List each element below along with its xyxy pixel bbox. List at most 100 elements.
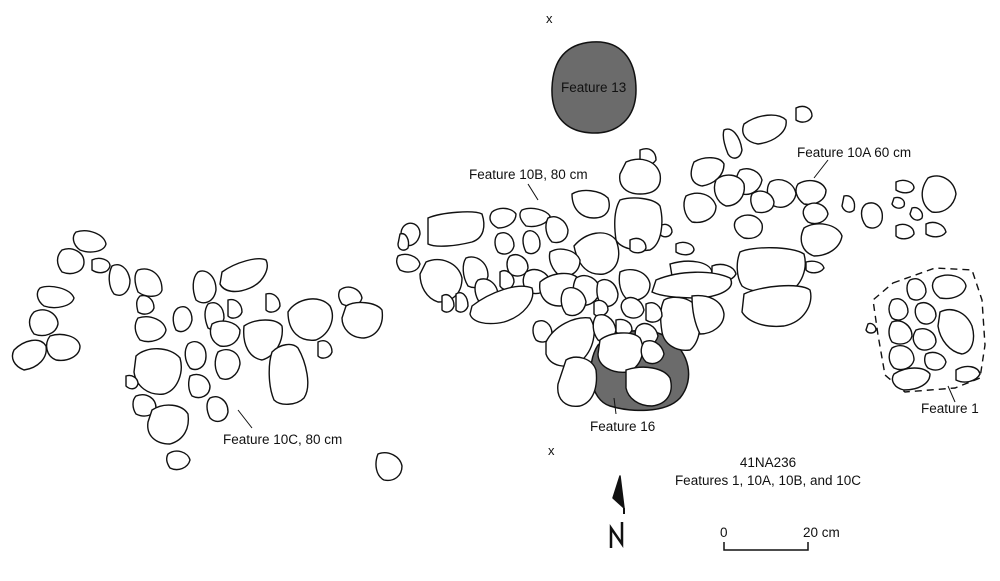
rock bbox=[675, 241, 695, 256]
rock bbox=[56, 248, 85, 275]
rock bbox=[108, 264, 131, 296]
feature-10a-right-rocks bbox=[841, 175, 957, 240]
rock bbox=[455, 292, 469, 313]
rock bbox=[593, 299, 609, 317]
rock bbox=[469, 285, 534, 325]
rock bbox=[888, 298, 909, 321]
rock bbox=[888, 344, 915, 371]
rock bbox=[795, 179, 827, 206]
feature-16-leader bbox=[613, 397, 617, 415]
rock bbox=[132, 394, 157, 417]
rock bbox=[36, 285, 75, 309]
feature-1-rocks bbox=[865, 274, 981, 391]
rock bbox=[134, 268, 163, 297]
rock bbox=[206, 396, 229, 423]
rock bbox=[268, 343, 309, 405]
rock bbox=[805, 260, 825, 274]
rock bbox=[419, 259, 463, 303]
datum-mark-top: x bbox=[546, 11, 553, 26]
rock bbox=[519, 207, 551, 228]
rock bbox=[741, 285, 812, 328]
rock bbox=[427, 211, 485, 247]
rock bbox=[713, 174, 745, 207]
scale-bar-start-label: 0 bbox=[720, 525, 728, 540]
rock bbox=[722, 128, 743, 159]
datum-mark-bottom: x bbox=[548, 443, 555, 458]
rock bbox=[227, 298, 243, 319]
rock bbox=[625, 366, 672, 407]
rock bbox=[921, 175, 957, 213]
feature-10a-label: Feature 10A 60 cm bbox=[797, 145, 911, 160]
rock bbox=[214, 348, 241, 380]
rock bbox=[795, 105, 813, 123]
rock bbox=[172, 306, 193, 333]
rock bbox=[659, 296, 701, 351]
rock bbox=[925, 221, 947, 238]
rock bbox=[891, 367, 931, 391]
rock bbox=[548, 248, 581, 278]
feature-10ab-rocks bbox=[614, 105, 843, 351]
north-arrow-icon bbox=[609, 475, 625, 549]
scale-bar bbox=[723, 542, 809, 551]
rock bbox=[72, 230, 107, 253]
rock bbox=[573, 232, 620, 275]
rock bbox=[691, 294, 725, 335]
rock bbox=[522, 230, 541, 255]
rock bbox=[545, 216, 569, 244]
feature-10c-leader bbox=[237, 409, 253, 429]
rock bbox=[341, 301, 384, 339]
rock bbox=[895, 223, 915, 240]
rock bbox=[165, 450, 191, 471]
rock bbox=[923, 351, 947, 371]
feature-13-pit bbox=[551, 41, 637, 134]
rock bbox=[733, 214, 763, 240]
rock bbox=[659, 223, 673, 238]
feature-10c-rocks bbox=[11, 230, 403, 482]
rock bbox=[906, 278, 927, 301]
rock bbox=[888, 320, 913, 345]
feature-10c-label: Feature 10C, 80 cm bbox=[223, 432, 342, 447]
rock bbox=[618, 268, 651, 302]
rock bbox=[287, 298, 334, 341]
rock bbox=[742, 114, 787, 145]
feature-1-label: Feature 1 bbox=[921, 401, 979, 416]
rock bbox=[147, 404, 190, 445]
feature-10b-label: Feature 10B, 80 cm bbox=[469, 167, 588, 182]
rock bbox=[750, 190, 775, 214]
rock bbox=[640, 340, 665, 365]
rock bbox=[645, 302, 663, 323]
rock bbox=[265, 292, 281, 313]
rock bbox=[914, 302, 937, 325]
rock bbox=[219, 258, 268, 293]
rock bbox=[620, 296, 645, 319]
rock bbox=[597, 332, 644, 373]
rock bbox=[800, 223, 843, 257]
rock bbox=[184, 340, 207, 371]
feature-10b-rocks bbox=[395, 189, 672, 407]
rock bbox=[937, 308, 975, 355]
rock bbox=[629, 237, 647, 254]
scale-bar-end-label: 20 cm bbox=[803, 525, 840, 540]
rock bbox=[802, 202, 829, 225]
site-features-subtitle: Features 1, 10A, 10B, and 10C bbox=[675, 473, 861, 488]
feature-13-label: Feature 13 bbox=[561, 80, 626, 95]
rock bbox=[28, 309, 59, 337]
rock bbox=[841, 195, 856, 213]
rock bbox=[557, 356, 598, 407]
rock bbox=[135, 294, 155, 315]
rock bbox=[397, 233, 410, 251]
feature-10a-leader bbox=[813, 159, 829, 179]
rock bbox=[545, 317, 595, 367]
feature-10b-leader bbox=[527, 183, 539, 201]
rock bbox=[45, 333, 81, 362]
rock bbox=[209, 320, 241, 347]
rock bbox=[614, 197, 663, 252]
site-number: 41NA236 bbox=[740, 455, 796, 470]
rock bbox=[506, 254, 529, 277]
rock bbox=[441, 294, 455, 313]
rock bbox=[375, 452, 403, 482]
rock bbox=[489, 207, 517, 229]
rock bbox=[619, 158, 662, 195]
